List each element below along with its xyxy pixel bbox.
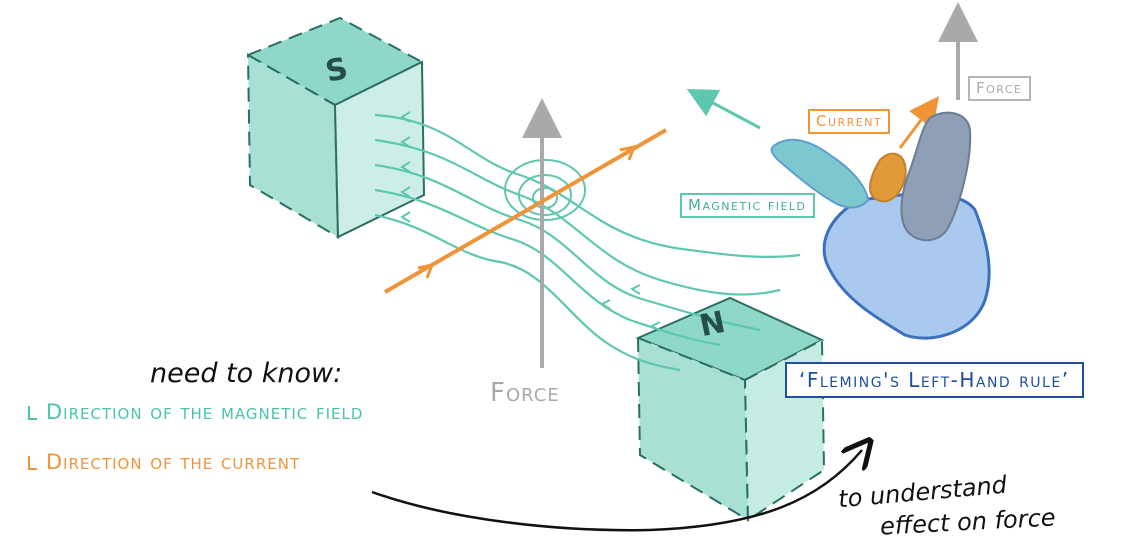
bullet-field [28, 406, 37, 420]
current-chevron-2 [619, 144, 637, 161]
hand-field-arrow [686, 88, 761, 130]
wire-circular-field [504, 159, 586, 221]
hand-label-magnetic-field: Magnetic field [680, 193, 815, 218]
current-wire [384, 128, 667, 294]
notes-heading: need to know: [150, 358, 343, 389]
hand-label-current: Current [808, 109, 891, 134]
hand-current-arrow [898, 96, 939, 149]
left-hand-illustration [770, 111, 991, 340]
current-chevron-1 [417, 262, 435, 279]
notes-item-field-text: Direction of the magnetic field [46, 400, 364, 424]
notes-item-current-text: Direction of the current [46, 450, 301, 474]
hand-label-force: Force [968, 76, 1031, 101]
magnetic-field-lines [374, 113, 801, 372]
fleming-rule-box: ‘Fleming's Left-Hand rule’ [785, 362, 1084, 398]
bullet-current [28, 456, 37, 470]
south-magnet [245, 16, 426, 239]
force-label-center: Force [490, 378, 560, 408]
connector-arrow [371, 450, 862, 532]
field-chevrons [400, 111, 661, 332]
